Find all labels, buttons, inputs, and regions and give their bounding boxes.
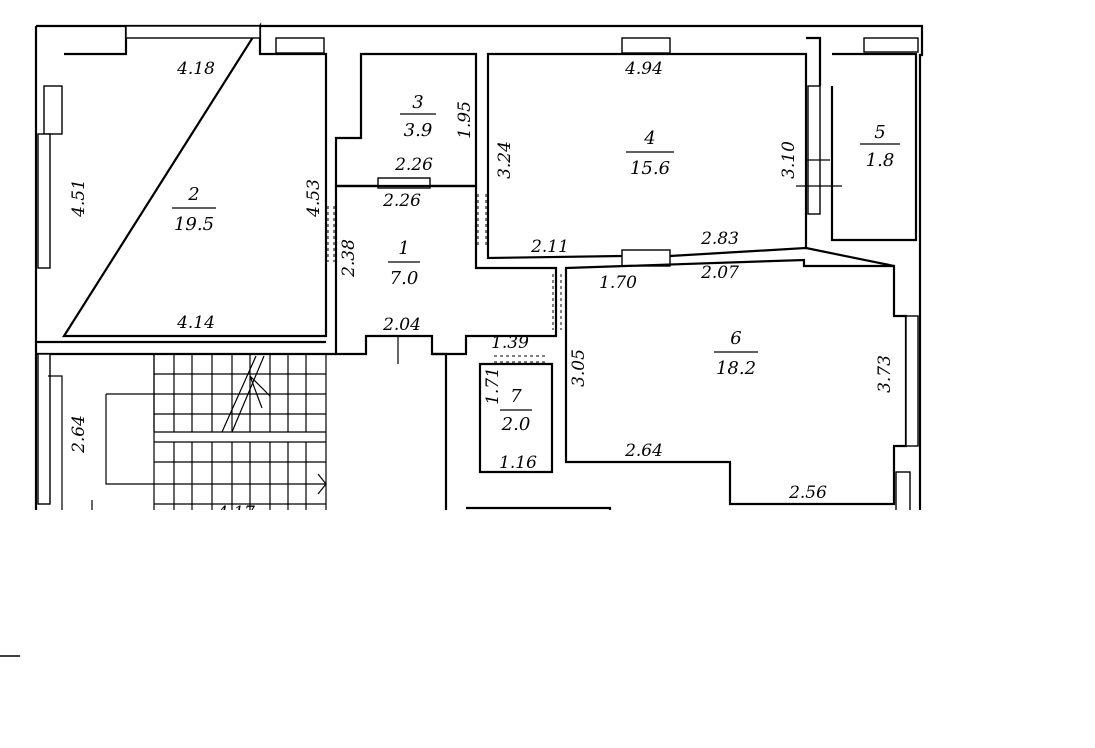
window	[905, 315, 919, 447]
door	[377, 177, 431, 189]
room-4-area: 15.6	[630, 158, 670, 179]
dim-room2-top: 4.18	[176, 59, 215, 79]
room-4-outline	[486, 52, 808, 260]
window	[863, 37, 919, 53]
dim-room4-left: 3.24	[495, 141, 515, 179]
dim-room2-bottom: 4.14	[176, 313, 215, 333]
room-3-area: 3.9	[404, 120, 433, 141]
dim-room6-top: 2.07	[700, 263, 739, 283]
dim-room1-left: 2.38	[339, 239, 359, 278]
room-6-area: 18.2	[716, 358, 756, 379]
room-4-number: 4	[643, 128, 655, 149]
room-labels: 1 7.0 2 19.5 3 3.9 4 15.6 5 1.8 6 18.2 7…	[172, 92, 900, 435]
room-5-number: 5	[874, 122, 885, 143]
dim-door-width: 1.70	[599, 273, 637, 293]
dim-room1-top: 2.26	[382, 191, 421, 211]
room-3-number: 3	[412, 92, 423, 113]
dim-stair-left: 2.64	[69, 415, 89, 454]
dim-room2-left: 4.51	[69, 179, 89, 218]
dim-stair-bottom: 4.17	[216, 503, 255, 523]
dim-room2-right: 4.53	[304, 179, 324, 218]
room-2-number: 2	[187, 184, 199, 205]
room-5-outline	[806, 36, 918, 242]
door	[621, 249, 671, 267]
staircase	[105, 354, 327, 510]
dim-room4-right: 3.10	[779, 141, 799, 179]
window	[621, 37, 671, 54]
dim-room7-top: 1.39	[491, 333, 529, 353]
dim-room6-left: 3.05	[569, 349, 589, 387]
room-7-number: 7	[510, 386, 522, 407]
room-1-area: 7.0	[390, 268, 419, 289]
window	[37, 133, 51, 269]
dim-room6-right: 3.73	[875, 355, 895, 393]
window	[43, 85, 63, 135]
dim-room4-top: 4.94	[624, 59, 663, 79]
room-1-outline	[334, 184, 558, 356]
room-5-area: 1.8	[866, 150, 895, 171]
dim-room7-left: 1.71	[483, 367, 503, 405]
balcony-door	[807, 85, 821, 215]
dim-room3-right: 1.95	[455, 101, 475, 139]
dim-room3-bottom: 2.26	[394, 155, 433, 175]
room-7-area: 2.0	[501, 414, 531, 435]
dim-room6-bottom-left: 2.64	[624, 441, 663, 461]
outer-wall	[36, 24, 924, 510]
window	[125, 25, 261, 39]
room-2-area: 19.5	[174, 214, 214, 235]
dim-room1-bottom: 2.04	[382, 315, 421, 335]
window	[895, 471, 911, 510]
window	[37, 353, 51, 505]
window	[275, 37, 325, 54]
dim-room4-bottom-left: 2.11	[530, 237, 569, 257]
dim-room6-bottom-right: 2.56	[788, 483, 827, 503]
walls	[34, 22, 924, 510]
room-1-number: 1	[398, 238, 409, 259]
dimension-labels: 4.18 4.51 4.53 4.14 1.95 2.26 2.26 2.38 …	[69, 59, 895, 523]
dim-room4-bottom-right: 2.83	[700, 229, 739, 249]
room-7-outline	[478, 362, 554, 474]
room-6-number: 6	[730, 328, 741, 349]
room-6-outline	[564, 258, 908, 506]
dim-room7-bottom: 1.16	[499, 453, 537, 473]
